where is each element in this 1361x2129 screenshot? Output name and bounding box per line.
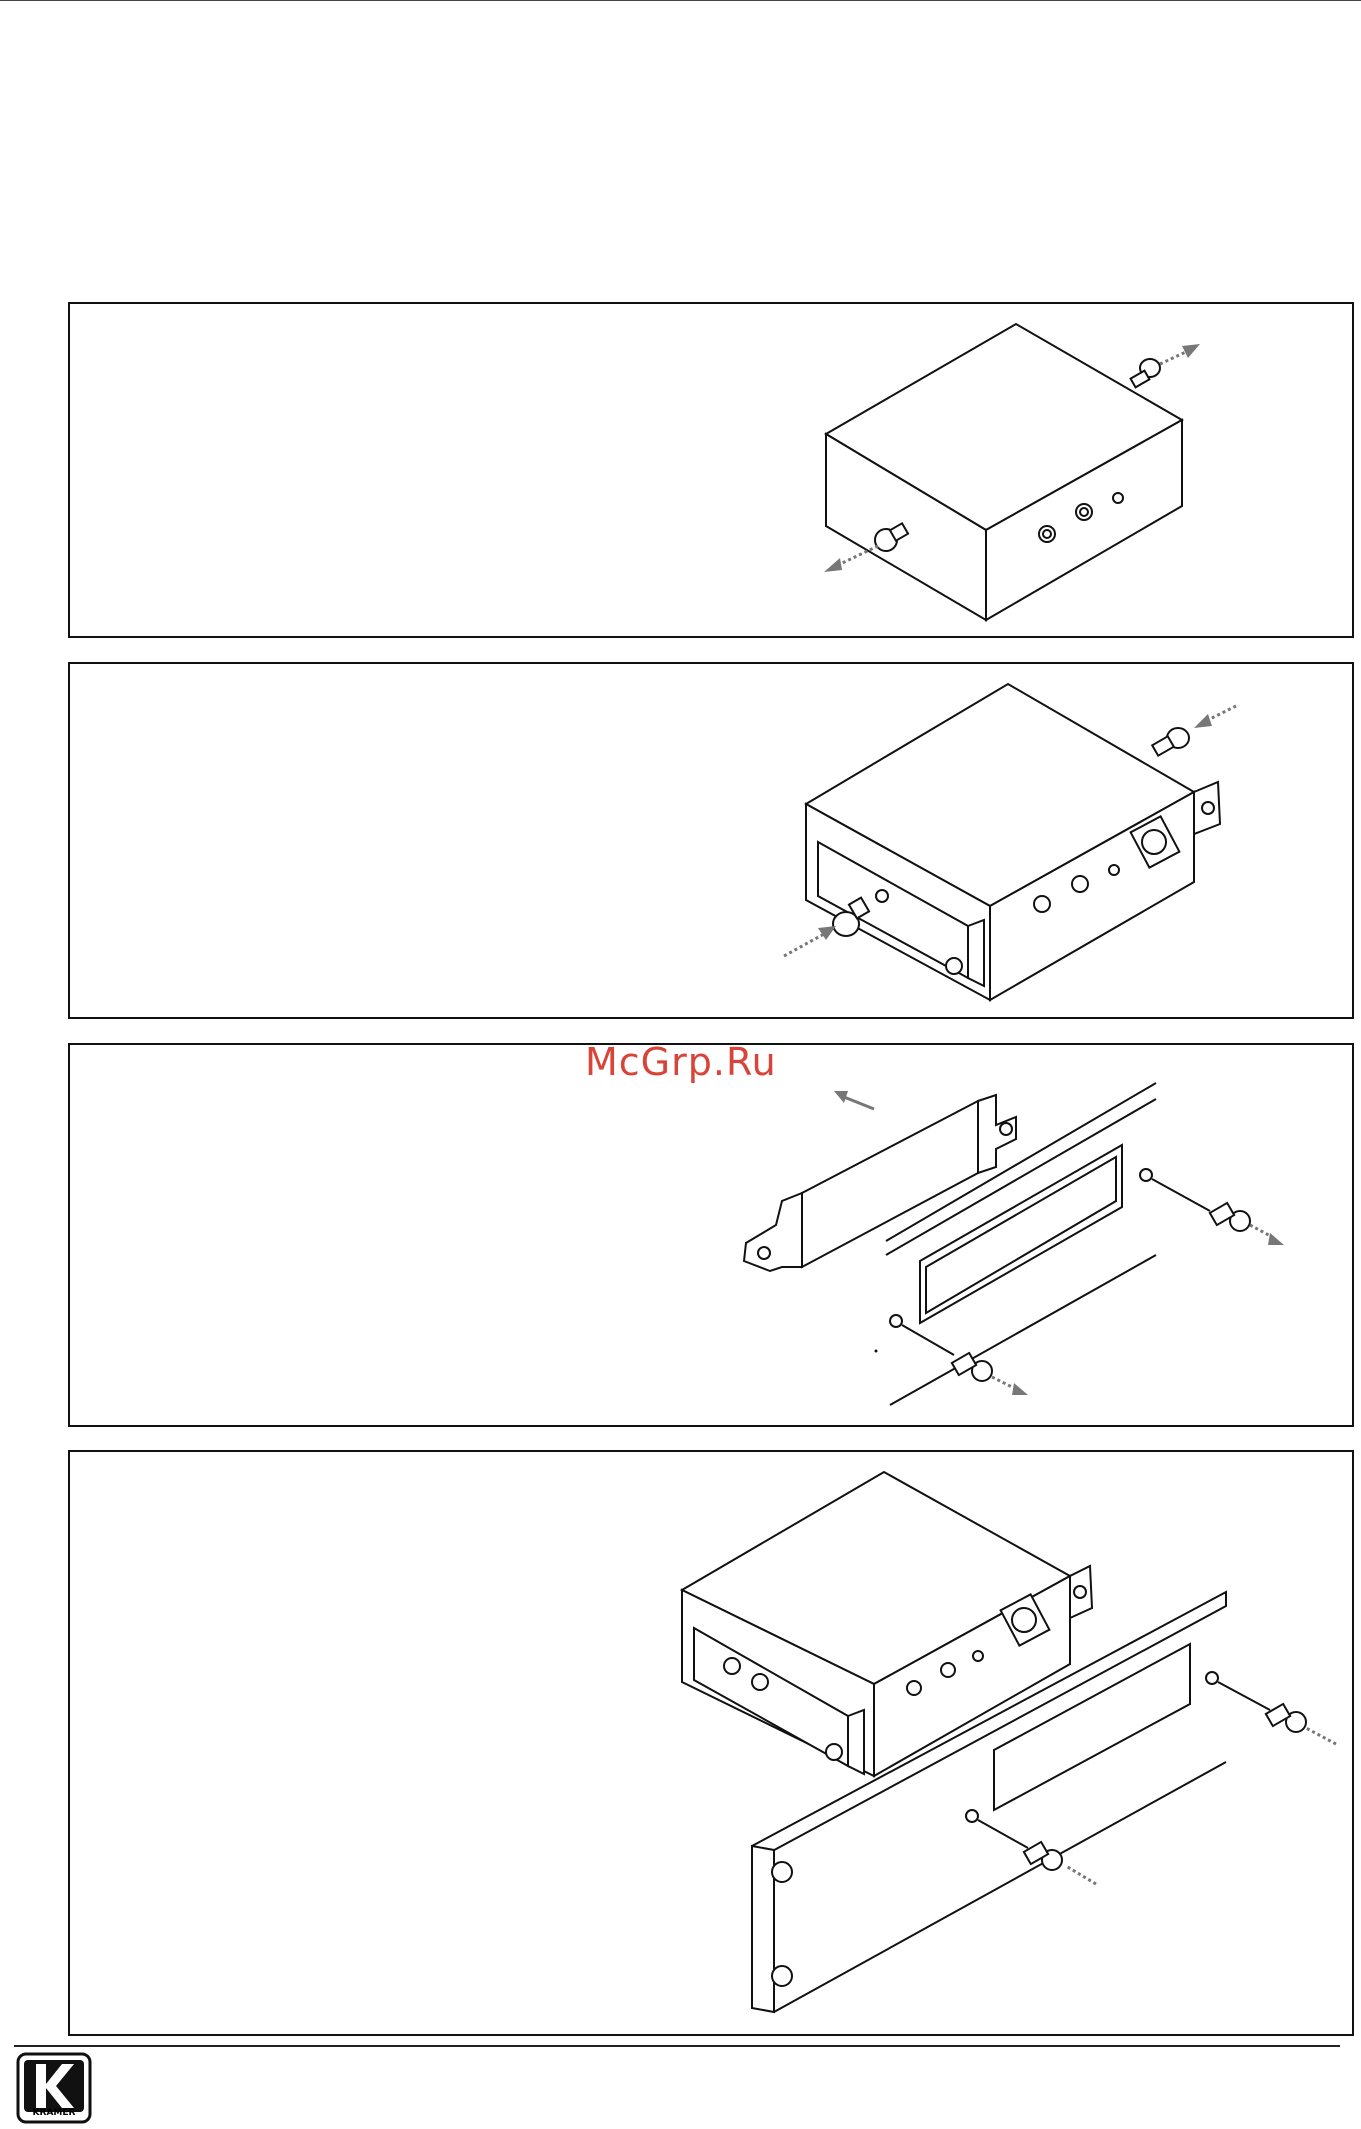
step-1-panel bbox=[68, 302, 1354, 638]
step-4-panel bbox=[68, 1450, 1354, 2036]
step-2-illustration bbox=[70, 664, 1356, 1021]
step-4-illustration bbox=[70, 1452, 1356, 2038]
top-rule bbox=[0, 0, 1361, 1]
footer-rule bbox=[14, 2045, 1340, 2047]
watermark: McGrp.Ru bbox=[585, 1040, 777, 1084]
step-3-panel bbox=[68, 1043, 1354, 1427]
logo-text: KRAMER bbox=[16, 2108, 92, 2118]
step-3-illustration bbox=[70, 1045, 1356, 1429]
step-2-panel bbox=[68, 662, 1354, 1019]
step-1-illustration bbox=[70, 304, 1356, 640]
